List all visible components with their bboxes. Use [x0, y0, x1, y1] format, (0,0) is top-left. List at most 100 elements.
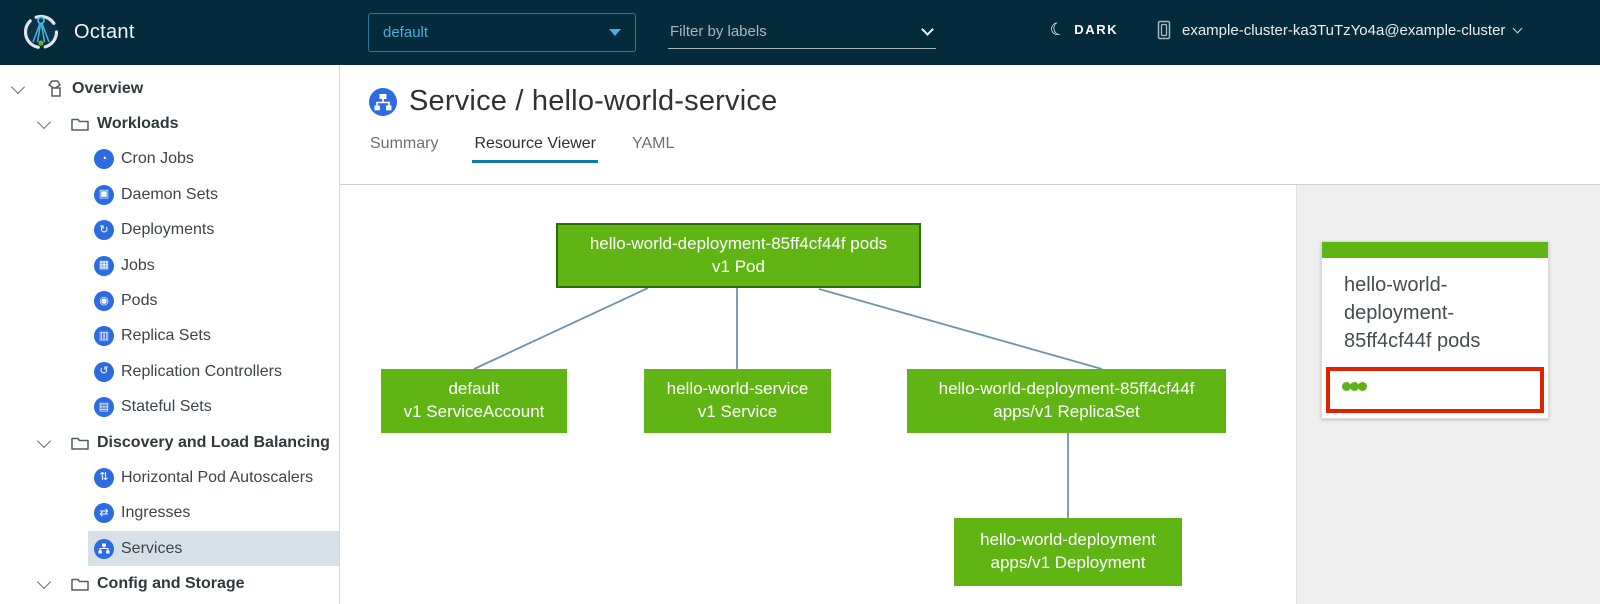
tab-bar: Summary Resource Viewer YAML [368, 135, 1600, 163]
daemon-sets-icon [94, 184, 114, 205]
namespace-dropdown-value: default [383, 24, 429, 41]
namespace-dropdown[interactable]: default [368, 13, 636, 52]
sidebar-item-horizontal-pod-autoscalers[interactable]: Horizontal Pod Autoscalers [0, 460, 339, 495]
brand: Octant [22, 13, 135, 51]
sidebar-item-deployments[interactable]: Deployments [0, 213, 339, 248]
node-label: hello-world-deployment [980, 530, 1156, 550]
filter-labels-placeholder: Filter by labels [670, 23, 767, 40]
sidebar-item-label: Config and Storage [97, 575, 245, 593]
chevron-down-icon[interactable] [36, 433, 52, 448]
folder-icon [70, 434, 90, 452]
selection-detail-panel: hello-world-deployment-85ff4cf44f pods [1296, 185, 1600, 604]
sidebar-item-label: Pods [121, 292, 158, 310]
ingresses-icon [94, 503, 114, 524]
main-content: Service / hello-world-service Summary Re… [340, 65, 1600, 604]
sidebar-item-daemon-sets[interactable]: Daemon Sets [0, 177, 339, 212]
replica-sets-icon [94, 326, 114, 347]
graph-node-replicaset[interactable]: hello-world-deployment-85ff4cf44f apps/v… [907, 369, 1226, 433]
resource-graph: hello-world-deployment-85ff4cf44f pods v… [340, 185, 1296, 604]
node-label: hello-world-deployment-85ff4cf44f pods [589, 233, 888, 253]
sidebar-item-overview[interactable]: Overview [0, 71, 339, 106]
deployments-icon [94, 220, 114, 241]
pod-status-dot [1358, 382, 1367, 391]
sidebar-item-label: Cron Jobs [121, 150, 194, 168]
pod-status-dot [1342, 382, 1351, 391]
sidebar-item-workloads[interactable]: Workloads [0, 106, 339, 141]
chevron-down-icon[interactable] [36, 115, 52, 130]
chevron-down-icon[interactable] [36, 575, 52, 590]
app-name: Octant [74, 20, 135, 43]
node-label: default [448, 379, 500, 399]
service-icon [368, 87, 398, 117]
node-label: hello-world-service [666, 379, 809, 399]
selected-node-card: hello-world-deployment-85ff4cf44f pods [1321, 241, 1549, 419]
cluster-icon [1155, 20, 1173, 40]
sidebar-item-pods[interactable]: Pods [0, 283, 339, 318]
cluster-label: example-cluster-ka3TuTzYo4a@example-clus… [1182, 21, 1506, 39]
graph-edges [473, 287, 1103, 518]
graph-node-serviceaccount[interactable]: default v1 ServiceAccount [381, 369, 567, 433]
sidebar-item-label: Jobs [121, 256, 155, 274]
sidebar-item-label: Replication Controllers [121, 362, 282, 380]
folder-icon [70, 575, 90, 593]
sidebar-item-stateful-sets[interactable]: Stateful Sets [0, 390, 339, 425]
sidebar-item-label: Deployments [121, 221, 215, 239]
tab-yaml[interactable]: YAML [632, 135, 675, 152]
overview-icon [44, 78, 65, 99]
node-sublabel: v1 Service [697, 402, 778, 421]
page-title: Service / hello-world-service [409, 85, 778, 117]
pod-status-dot [1350, 382, 1359, 391]
sidebar-item-jobs[interactable]: Jobs [0, 248, 339, 283]
tab-resource-viewer[interactable]: Resource Viewer [472, 135, 598, 163]
dark-theme-toggle[interactable]: ☾ DARK [1048, 19, 1119, 41]
chevron-down-icon[interactable] [921, 23, 934, 36]
hpa-icon [94, 467, 114, 488]
graph-node-deployment[interactable]: hello-world-deployment apps/v1 Deploymen… [954, 518, 1182, 586]
sidebar-item-replica-sets[interactable]: Replica Sets [0, 319, 339, 354]
sidebar-item-label: Replica Sets [121, 327, 211, 345]
node-sublabel: v1 ServiceAccount [403, 402, 545, 421]
filter-labels-input[interactable]: Filter by labels [668, 15, 936, 49]
sidebar-item-discovery-load-balancing[interactable]: Discovery and Load Balancing [0, 425, 339, 460]
sidebar-item-label: Services [121, 539, 183, 557]
sidebar-item-config-and-storage[interactable]: Config and Storage [0, 566, 339, 601]
graph-node-pod[interactable]: hello-world-deployment-85ff4cf44f pods v… [556, 223, 921, 288]
caret-down-icon [609, 29, 621, 36]
sidebar-item-label: Overview [72, 79, 144, 97]
sidebar-item-label: Workloads [97, 115, 179, 133]
folder-icon [70, 115, 90, 133]
tab-summary[interactable]: Summary [370, 135, 439, 152]
services-icon [94, 538, 114, 559]
node-sublabel: apps/v1 ReplicaSet [993, 402, 1140, 421]
sidebar-item-replication-controllers[interactable]: Replication Controllers [0, 354, 339, 389]
content-header: Service / hello-world-service Summary Re… [340, 65, 1600, 184]
sidebar-item-services[interactable]: Services [0, 531, 339, 567]
node-sublabel: v1 Pod [712, 256, 765, 276]
navigation-sidebar: Overview Workloads Cron Jobs Daemon Sets… [0, 65, 340, 604]
sidebar-item-label: Stateful Sets [121, 398, 212, 416]
stateful-sets-icon [94, 397, 114, 418]
card-title: hello-world-deployment-85ff4cf44f pods [1344, 274, 1481, 352]
sidebar-item-label: Daemon Sets [121, 185, 218, 203]
app-header: Octant default Filter by labels ☾ DARK e… [0, 0, 1600, 65]
octant-logo-icon [22, 13, 60, 51]
replication-controllers-icon [94, 361, 114, 382]
node-label: hello-world-deployment-85ff4cf44f [938, 379, 1195, 399]
pods-icon [94, 291, 114, 312]
sidebar-item-cron-jobs[interactable]: Cron Jobs [0, 142, 339, 177]
jobs-icon [94, 255, 114, 276]
pod-status-box [1326, 367, 1544, 413]
sidebar-item-label: Ingresses [121, 504, 191, 522]
card-status-accent [1322, 242, 1548, 258]
sidebar-item-ingresses[interactable]: Ingresses [0, 496, 339, 531]
sidebar-item-label: Discovery and Load Balancing [97, 433, 330, 451]
sidebar-item-label: Horizontal Pod Autoscalers [121, 468, 314, 486]
resource-viewer: hello-world-deployment-85ff4cf44f pods v… [340, 184, 1600, 604]
node-sublabel: apps/v1 Deployment [990, 553, 1146, 572]
chevron-down-icon[interactable] [10, 79, 26, 94]
dark-theme-label: DARK [1074, 22, 1119, 37]
graph-node-service[interactable]: hello-world-service v1 Service [644, 369, 831, 433]
cron-jobs-icon [94, 149, 114, 170]
cluster-selector[interactable]: example-cluster-ka3TuTzYo4a@example-clus… [1155, 20, 1523, 40]
chevron-down-icon [1512, 23, 1523, 34]
